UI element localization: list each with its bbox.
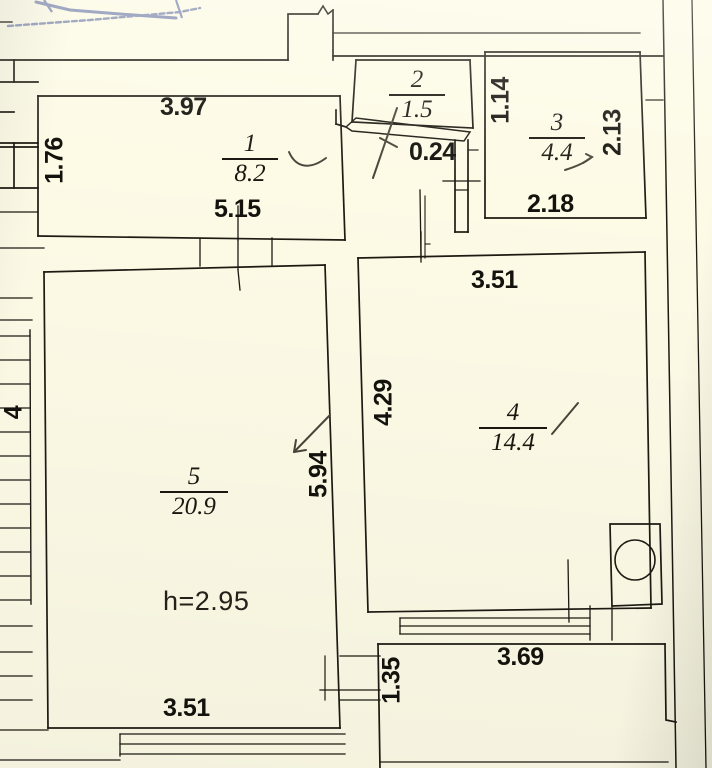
dimension-room1-bottom: 5.15 bbox=[214, 195, 261, 223]
room-area: 8.2 bbox=[234, 159, 266, 187]
room-divider bbox=[160, 490, 228, 493]
room-number: 1 bbox=[243, 130, 257, 157]
check-swoosh-room1 bbox=[288, 151, 327, 167]
outer-wall-right bbox=[662, 0, 677, 768]
room-label-3: 3 4.4 bbox=[522, 110, 592, 165]
room-divider bbox=[479, 426, 547, 429]
room4-wall-bottom bbox=[367, 607, 652, 613]
room1-wall-bottom bbox=[37, 235, 346, 241]
room-area: 14.4 bbox=[491, 428, 535, 456]
dimension-room5-bottom: 3.51 bbox=[163, 694, 210, 722]
room-label-2: 2 1.5 bbox=[382, 67, 452, 122]
wall-break-symbol bbox=[316, 4, 335, 16]
slash-room2 bbox=[372, 107, 398, 179]
dimension-room1-top: 3.97 bbox=[160, 93, 207, 121]
dimension-gap-024: 0.24 bbox=[409, 138, 456, 166]
stair-edge bbox=[29, 329, 32, 605]
dimension-edge-partial: 4 bbox=[0, 405, 28, 420]
dimension-room4-top: 3.51 bbox=[471, 266, 518, 294]
room1-wall-right bbox=[339, 95, 346, 241]
room-area: 20.9 bbox=[172, 492, 216, 520]
room5-wall-top bbox=[43, 264, 326, 273]
room-divider bbox=[529, 136, 585, 139]
dimension-room1-left: 1.76 bbox=[40, 137, 69, 184]
room4-wall-top bbox=[357, 251, 646, 259]
room5-wall-right bbox=[324, 264, 341, 729]
dimension-balcony-left: 1.35 bbox=[377, 657, 406, 704]
room-number: 4 bbox=[506, 399, 520, 426]
ceiling-height-note: h=2.95 bbox=[163, 586, 250, 616]
slash-room4 bbox=[551, 402, 579, 435]
dimension-room3-bottom: 2.18 bbox=[527, 190, 574, 218]
room-area: 4.4 bbox=[541, 138, 573, 166]
room-divider bbox=[389, 93, 445, 96]
outer-wall-right-outer bbox=[691, 0, 707, 768]
dimension-room3-right: 2.13 bbox=[598, 109, 627, 156]
room-area: 1.5 bbox=[401, 95, 433, 123]
slash-room2-tick bbox=[379, 137, 398, 148]
room-divider bbox=[222, 157, 278, 160]
blue-ink-bleed bbox=[6, 0, 202, 28]
room-number: 2 bbox=[410, 66, 424, 93]
room-label-5: 5 20.9 bbox=[153, 464, 235, 519]
dimension-room5-right: 5.94 bbox=[304, 451, 333, 498]
bottom-room-wall-left bbox=[377, 643, 381, 768]
room2-door-sill bbox=[344, 117, 472, 142]
room2-wall-right bbox=[469, 59, 474, 129]
room-label-1: 1 8.2 bbox=[215, 131, 285, 186]
dimension-room3-left: 1.14 bbox=[486, 77, 515, 124]
room-label-4: 4 14.4 bbox=[472, 400, 554, 455]
room5-wall-left bbox=[43, 271, 49, 729]
dimension-room4-left: 4.29 bbox=[369, 379, 398, 426]
room4-wall-left bbox=[357, 257, 369, 613]
dimension-balcony-bottom: 3.69 bbox=[497, 643, 544, 671]
room2-wall-left bbox=[351, 59, 357, 123]
room-number: 5 bbox=[187, 463, 201, 490]
room4-wall-right bbox=[644, 251, 652, 609]
room-number: 3 bbox=[550, 109, 564, 136]
fixture-box bbox=[609, 523, 663, 607]
handwritten-marks bbox=[288, 107, 594, 453]
slash-room5 bbox=[293, 414, 331, 453]
room3-wall-right bbox=[639, 51, 647, 219]
sink-fixture-icon bbox=[614, 539, 656, 581]
